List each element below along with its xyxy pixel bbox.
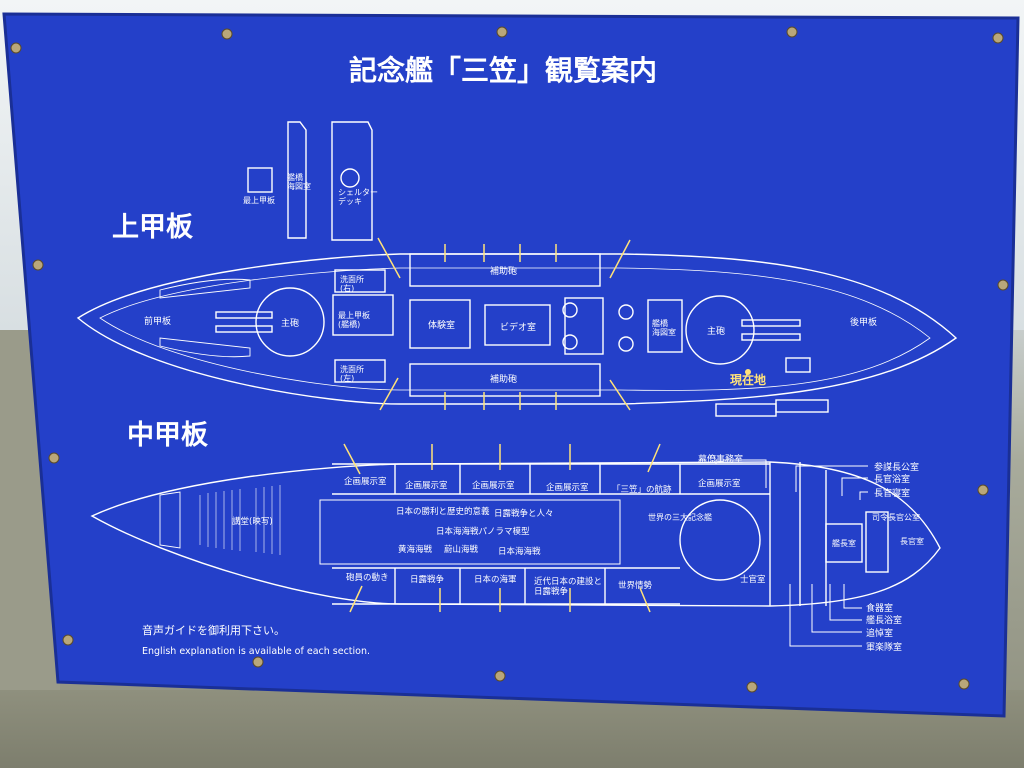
label-top-deck: 最上甲板: [243, 195, 275, 205]
label-captain: 艦長室: [832, 538, 856, 548]
label-navy: 日本の海軍: [474, 574, 517, 585]
label-exhibit-4: 企画展示室: [546, 482, 589, 493]
label-lecture: 講堂(映写): [232, 516, 273, 527]
label-yellow-sea: 黄海海戦: [398, 544, 433, 555]
label-world-three: 世界の三大記念艦: [648, 512, 712, 522]
label-mikasa-path: 「三笠」の航跡: [612, 484, 672, 495]
callouts-top: 幕僚事務室 参謀長公室 長官浴室 長官寝室: [698, 453, 919, 499]
label-command-room: 司令長官公室: [872, 512, 920, 522]
sign-title: 記念艦「三笠」観覧案内: [349, 54, 657, 87]
callouts-bottom: 食器室 艦長浴室 追悼室 軍楽隊室: [866, 602, 902, 653]
label-exhibit-3: 企画展示室: [472, 480, 515, 491]
label-ulsan: 蔚山海戦: [444, 544, 479, 555]
label-main-gun-fore: 主砲: [281, 317, 299, 329]
upper-deck-plan: [76, 121, 958, 417]
label-exhibit-1: 企画展示室: [344, 476, 387, 487]
label-aft-deck: 後甲板: [850, 316, 877, 328]
upper-deck-guns: [377, 237, 631, 411]
label-russo-war: 日露戦争: [410, 574, 445, 585]
label-commander-room: 長官室: [900, 536, 924, 546]
label-you-are-here: 現在地: [730, 372, 766, 387]
label-secondary-bottom: 補助砲: [490, 373, 517, 385]
label-modern: 近代日本の建設と日露戦争: [534, 576, 602, 597]
label-russo: 日露戦争と人々: [494, 508, 554, 519]
label-gym: 体験室: [428, 319, 455, 331]
upper-deck-heading: 上甲板: [112, 212, 193, 243]
label-world-affairs: 世界情勢: [618, 580, 653, 591]
callout-chief-staff: 参謀長公室: [874, 461, 919, 473]
label-video: ビデオ室: [500, 321, 536, 333]
callout-captain-bath: 艦長浴室: [866, 614, 902, 626]
callout-commander-bed: 長官寝室: [874, 487, 910, 499]
label-bridge-room: 艦橋海図室: [652, 318, 676, 337]
label-crew: 砲員の動き: [346, 572, 389, 583]
callout-band-room: 軍楽隊室: [866, 641, 902, 653]
label-washroom-right: 洗面所(右): [340, 274, 364, 293]
label-japan-sea: 日本海海戦: [498, 546, 541, 557]
you-are-here-marker: [745, 369, 751, 375]
middle-deck-labels: 講堂(映写) 企画展示室 企画展示室 企画展示室 企画展示室 「三笠」の航跡 企…: [232, 476, 924, 597]
middle-deck-guns: [343, 443, 661, 613]
footer-jp: 音声ガイドを御利用下さい。: [142, 623, 285, 637]
label-main-gun-aft: 主砲: [707, 325, 725, 337]
label-chart-room-top: 艦橋海図室: [287, 172, 311, 191]
label-panorama: 日本海海戦パノラマ模型: [436, 526, 530, 537]
label-exhibit-5: 企画展示室: [698, 478, 741, 489]
callout-staff-office: 幕僚事務室: [698, 453, 743, 465]
label-shelter-deck: シェルターデッキ: [338, 188, 378, 206]
upper-deck-labels: シェルターデッキ 最上甲板 艦橋海図室 前甲板 主砲 洗面所(右) 洗面所(左)…: [144, 172, 877, 387]
label-fore-deck: 前甲板: [144, 315, 171, 327]
label-officers: 士官室: [740, 574, 766, 585]
label-bridge-ship: 最上甲板(艦橋): [338, 310, 370, 329]
callout-memorial: 追悼室: [866, 627, 893, 639]
label-washroom-left: 洗面所(左): [340, 364, 364, 383]
label-exhibit-2: 企画展示室: [405, 480, 448, 491]
callout-dish-room: 食器室: [866, 602, 893, 614]
screws: [10, 26, 1009, 693]
callout-lines: [715, 459, 868, 647]
middle-deck-heading: 中甲板: [127, 420, 208, 451]
label-history: 日本の勝利と歴史的意義: [396, 506, 490, 517]
label-secondary-top: 補助砲: [490, 265, 517, 277]
footer-en: English explanation is available of each…: [142, 646, 370, 657]
middle-deck-plan: [90, 461, 941, 607]
callout-commander-bath: 長官浴室: [874, 473, 910, 485]
sign-panel: [4, 14, 1018, 716]
